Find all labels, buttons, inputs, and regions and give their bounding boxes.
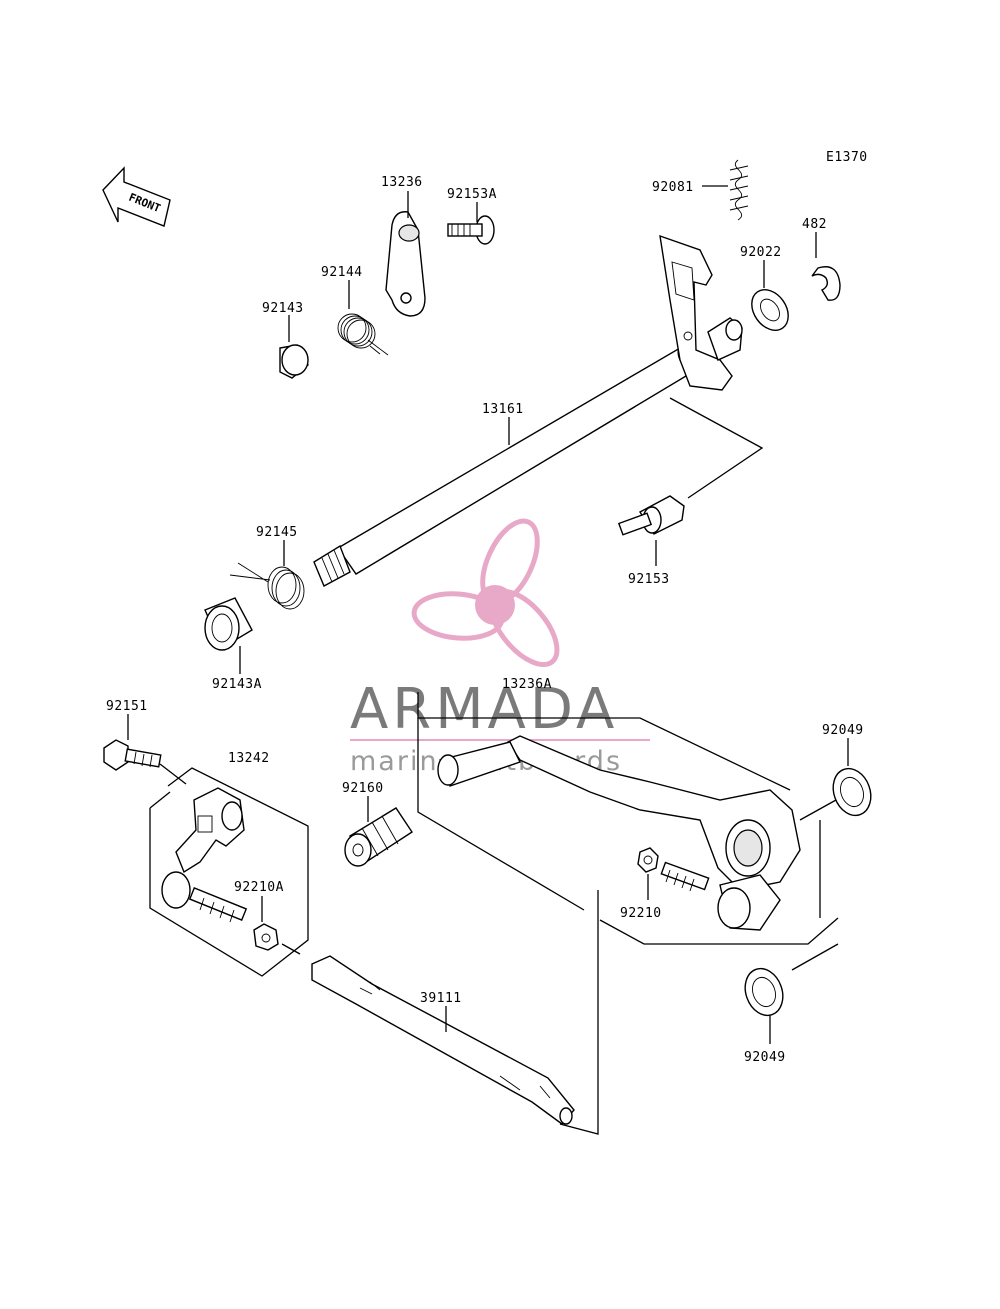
spring-92144[interactable] — [337, 313, 389, 356]
collar-92143A[interactable] — [204, 597, 253, 651]
bolt-92153A[interactable] — [447, 215, 495, 245]
spring-92145[interactable] — [229, 562, 305, 610]
bolt-92210-stud[interactable] — [660, 861, 710, 892]
front-arrow-icon: FRONT — [102, 166, 171, 227]
label-92210A: 92210A — [234, 880, 284, 895]
label-92143A: 92143A — [212, 677, 262, 692]
label-13242: 13242 — [228, 751, 270, 766]
watermark-logo — [411, 518, 560, 668]
shift-pedal-13236A[interactable] — [437, 735, 801, 931]
shift-arm-13236[interactable] — [385, 211, 426, 317]
label-92160: 92160 — [342, 781, 384, 796]
label-39111: 39111 — [420, 991, 462, 1006]
bolt-92153[interactable] — [617, 495, 685, 536]
rubber-92160[interactable] — [344, 807, 413, 867]
label-92049-lower: 92049 — [744, 1050, 786, 1065]
bolt-92151[interactable] — [103, 739, 162, 771]
label-92210: 92210 — [620, 906, 662, 921]
spring-92081[interactable] — [729, 159, 749, 221]
label-92153: 92153 — [628, 572, 670, 587]
collar-92143[interactable] — [279, 344, 309, 379]
washer-92022[interactable] — [744, 283, 795, 337]
label-92049-upper: 92049 — [822, 723, 864, 738]
diagram-code: E1370 — [826, 150, 868, 165]
seal-92049-lower[interactable] — [739, 963, 789, 1020]
label-92022: 92022 — [740, 245, 782, 260]
label-92151: 92151 — [106, 699, 148, 714]
label-482: 482 — [802, 217, 827, 232]
nut-92210[interactable] — [637, 847, 659, 873]
nut-92210A[interactable] — [253, 923, 279, 951]
shift-shaft-13161[interactable] — [313, 234, 743, 587]
tie-rod-39111[interactable] — [311, 955, 575, 1125]
label-13236: 13236 — [381, 175, 423, 190]
circlip-482[interactable] — [811, 266, 841, 301]
label-92143: 92143 — [262, 301, 304, 316]
label-92144: 92144 — [321, 265, 363, 280]
label-92145: 92145 — [256, 525, 298, 540]
shift-lever-13242[interactable] — [161, 787, 248, 923]
seal-92049-upper[interactable] — [827, 763, 877, 820]
label-13161: 13161 — [482, 402, 524, 417]
label-92081: 92081 — [652, 180, 694, 195]
watermark-brand: ARMADA — [350, 677, 618, 742]
label-13236A: 13236A — [502, 677, 552, 692]
label-92153A: 92153A — [447, 187, 497, 202]
